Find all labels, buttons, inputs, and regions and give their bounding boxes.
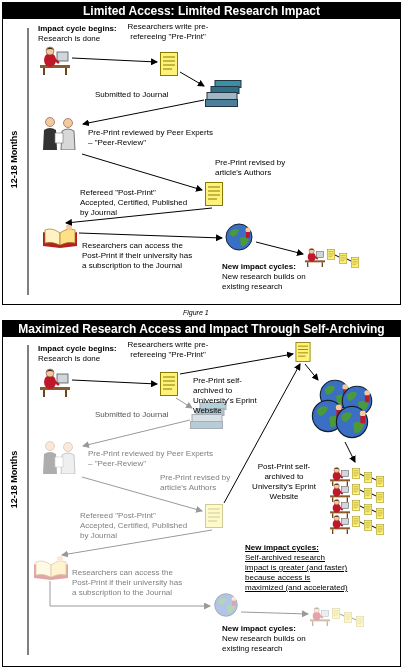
step-label: Post-Print self-archived to University's… xyxy=(252,462,316,502)
panel-one-arrows xyxy=(66,58,303,254)
step-label: Refereed "Post-Print" Accepted, Certifie… xyxy=(80,188,192,218)
step-label: New research builds on existing research xyxy=(222,272,332,292)
step-label: Impact cycle begins: xyxy=(38,344,123,354)
step-label: New impact cycles: xyxy=(245,543,345,553)
step-label: Pre-Print revised by article's Authors xyxy=(160,473,248,493)
panel-two-grey-icons xyxy=(34,403,364,627)
step-label: Pre-Print revised by article's Authors xyxy=(215,158,310,178)
timeline-bar xyxy=(28,28,29,655)
step-label: New impact cycles: xyxy=(222,262,322,272)
step-label: Researchers write pre-refereeing "Pre-Pr… xyxy=(126,22,210,42)
step-label: Pre-Print self-archived to University's … xyxy=(193,376,269,416)
step-label: Research is done xyxy=(38,354,123,364)
step-label: Pre-Print reviewed by Peer Experts – "Pe… xyxy=(88,449,213,469)
title-band: Maximized Research Access and Impact Thr… xyxy=(3,321,400,337)
panel-two-arrows xyxy=(72,354,355,503)
timeline-label: 12-18 Months xyxy=(9,450,20,510)
timeline-label: 12-18 Months xyxy=(9,130,20,190)
step-label: Researchers can access the Post-Print if… xyxy=(82,241,194,271)
step-label: Researchers can access the Post-Print if… xyxy=(72,568,184,598)
step-label: Impact cycle begins: xyxy=(38,24,123,34)
step-label: New impact cycles: xyxy=(222,624,322,634)
figure-caption: Figure 1 xyxy=(183,308,209,317)
panel-one-icons xyxy=(40,47,359,268)
step-label: Pre-Print reviewed by Peer Experts – "Pe… xyxy=(88,128,213,148)
panel-frame: Maximized Research Access and Impact Thr… xyxy=(2,320,401,667)
panel-frame: Limited Access: Limited Research Impact xyxy=(2,2,401,305)
step-label: Research is done xyxy=(38,34,123,44)
step-label: Submitted to Journal xyxy=(95,410,190,420)
step-label: Submitted to Journal xyxy=(95,90,190,100)
step-label: Researchers write pre-refereeing "Pre-Pr… xyxy=(126,340,210,360)
title-band: Limited Access: Limited Research Impact xyxy=(3,3,400,19)
panel-two-icons xyxy=(40,342,384,534)
step-label: Refereed "Post-Print" Accepted, Certifie… xyxy=(80,511,192,541)
step-label: New research builds on existing research xyxy=(222,634,332,654)
step-label: Self-archived research impact is greater… xyxy=(245,553,349,593)
